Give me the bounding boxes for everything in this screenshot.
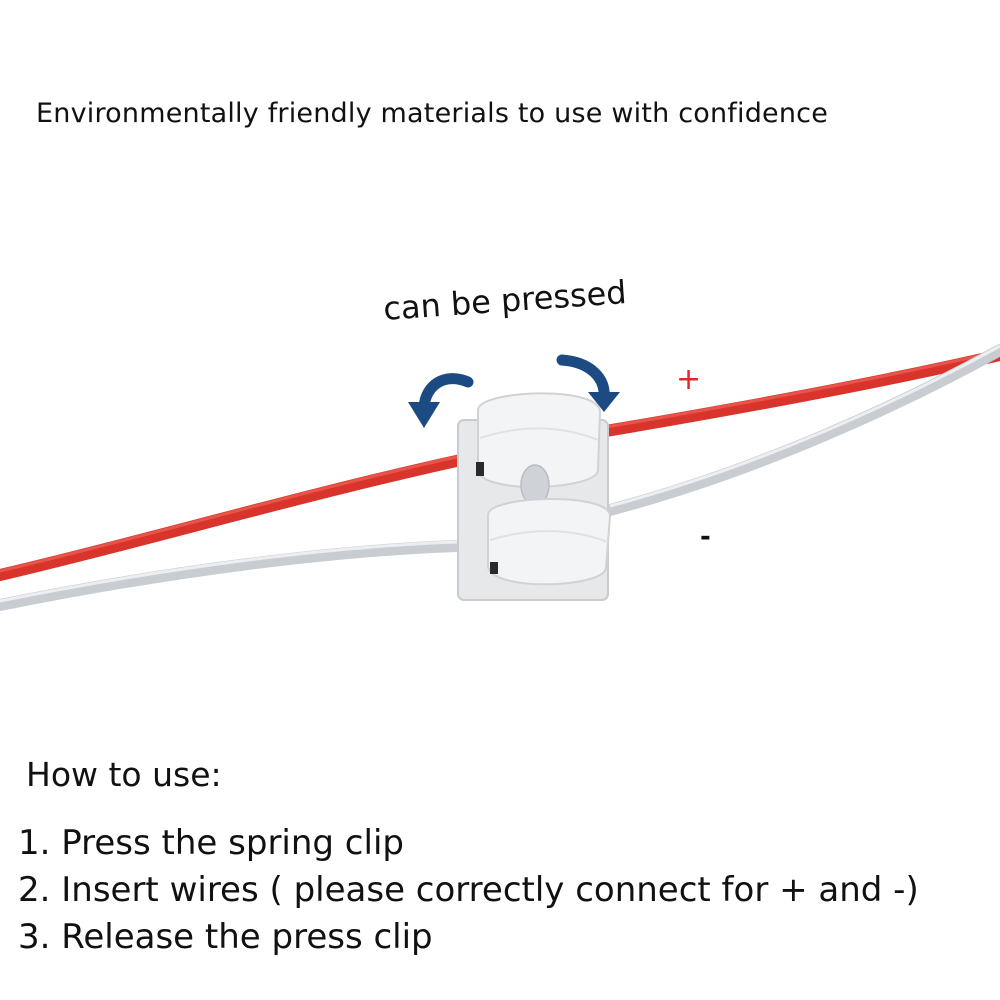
instruction-step: 1. Press the spring clip [18, 823, 404, 863]
positive-label: + [676, 362, 702, 397]
instructions-heading: How to use: [26, 755, 222, 794]
instruction-step: 2. Insert wires ( please correctly conne… [18, 870, 919, 910]
instructions-list: 1. Press the spring clip 2. Insert wires… [18, 820, 919, 961]
left-curved-arrow-icon [408, 373, 474, 428]
red-wire [0, 349, 1000, 581]
caption-text: Environmentally friendly materials to us… [36, 98, 829, 129]
white-wire [0, 344, 1000, 611]
instruction-step: 3. Release the press clip [18, 917, 433, 957]
right-curved-arrow-icon [556, 354, 620, 412]
negative-label: - [700, 522, 711, 552]
connector-body [457, 392, 612, 601]
